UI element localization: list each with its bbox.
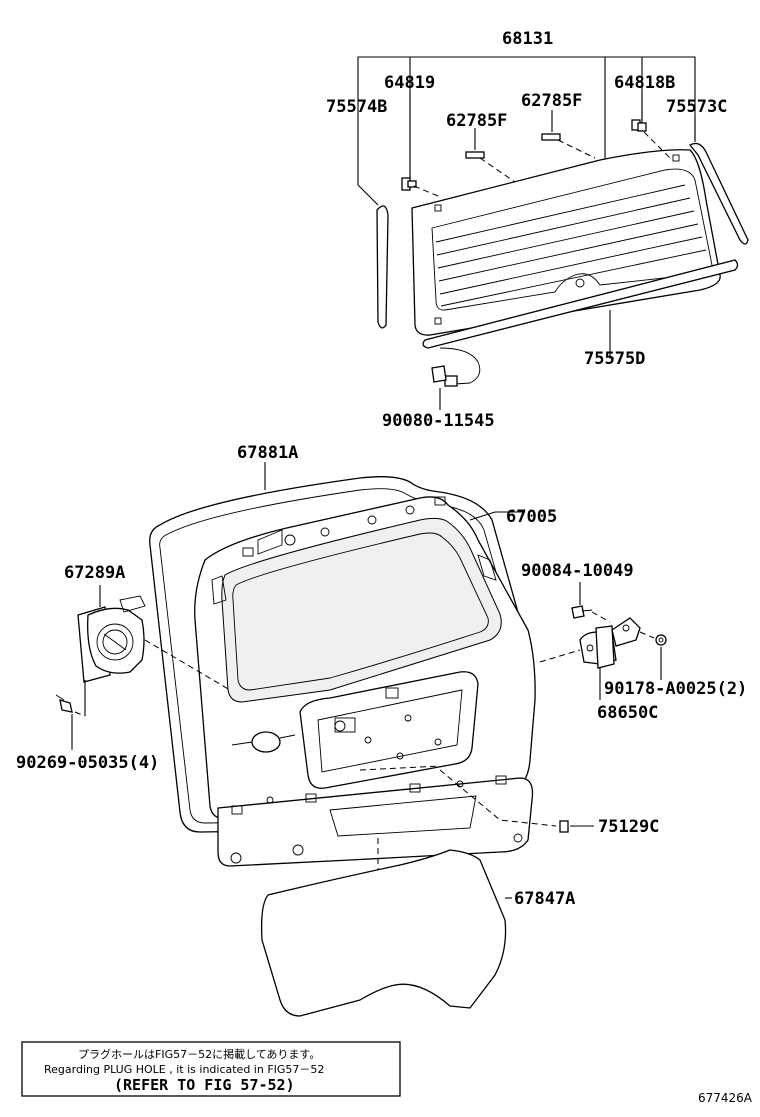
label-62785F-right: 62785F [521, 91, 582, 111]
label-64818B: 64818B [614, 73, 675, 93]
label-67005: 67005 [506, 507, 557, 527]
clip-64819 [401, 177, 417, 191]
cover-67289A [77, 595, 146, 683]
note-line-english: Regarding PLUG HOLE , it is indicated in… [44, 1063, 324, 1076]
back-door-group [55, 462, 667, 1017]
trim-67847A [260, 849, 507, 1017]
moulding-75575D [422, 259, 739, 349]
hinge-68650C [579, 617, 641, 669]
label-75129C: 75129C [598, 817, 659, 837]
license-recess [299, 671, 479, 789]
label-90080-11545: 90080-11545 [382, 411, 495, 431]
defogger-lines [435, 184, 707, 307]
label-90269-05035: 90269-05035(4) [16, 753, 159, 773]
part-labels: 68131 64819 64818B 75574B 62785F 75573C … [16, 29, 747, 909]
label-67847A: 67847A [514, 889, 575, 909]
label-75574B: 75574B [326, 97, 387, 117]
back-door-glass-group [357, 56, 749, 410]
label-68131: 68131 [502, 29, 553, 49]
label-67881A: 67881A [237, 443, 298, 463]
label-90178-A0025: 90178-A0025(2) [604, 679, 747, 699]
handle-hole [251, 731, 281, 753]
clip-64818B [631, 119, 647, 132]
wire-90080 [431, 347, 481, 387]
bolt-90084 [571, 605, 593, 619]
label-75575D: 75575D [584, 349, 645, 369]
figure-id: 677426A [698, 1091, 753, 1105]
note-line-japanese: プラグホールはFIG57－52に掲載してあります。 [78, 1047, 320, 1061]
moulding-75574B [376, 205, 389, 329]
label-90084-10049: 90084-10049 [521, 561, 634, 581]
spacer-62785F-left [465, 151, 485, 159]
spacer-62785F-right [541, 133, 561, 141]
label-68650C: 68650C [597, 703, 658, 723]
screw-90269 [55, 694, 73, 713]
label-75573C: 75573C [666, 97, 727, 117]
label-67289A: 67289A [64, 563, 125, 583]
back-door-lower [217, 777, 534, 867]
plate-75129C [559, 820, 569, 833]
label-64819: 64819 [384, 73, 435, 93]
reference-note: プラグホールはFIG57－52に掲載してあります。 Regarding PLUG… [21, 1041, 401, 1097]
recess-details [334, 687, 442, 760]
lower-details [230, 775, 523, 864]
label-62785F-left: 62785F [446, 111, 507, 131]
note-line-refer: (REFER TO FIG 57-52) [114, 1076, 295, 1094]
moulding-75573C [688, 142, 749, 245]
frame-details [211, 496, 497, 605]
nut-90178 [655, 634, 667, 646]
